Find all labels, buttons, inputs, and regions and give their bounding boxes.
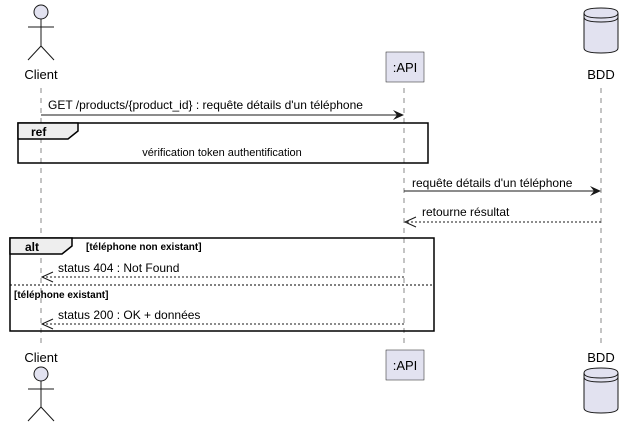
message-db-result: retourne résultat [422,205,510,219]
database-icon [583,367,619,414]
message-status-200: status 200 : OK + données [58,308,200,322]
participant-api-bottom-box [385,349,425,381]
participant-bdd-bottom: BDD [587,350,614,365]
arrow-head-icon [40,271,54,283]
arrow-head-icon [393,110,404,120]
actor-head-icon [33,366,49,382]
alt-guard-existing: [téléphone existant] [14,290,108,301]
ref-text: vérification token authentification [142,147,302,159]
ref-keyword: ref [31,125,47,139]
participant-api-top: :API [393,60,418,75]
alt-keyword: alt [25,240,39,254]
arrow-head-icon [590,186,601,196]
actor-head-icon [33,4,49,20]
participant-client-top: Client [24,67,58,82]
alt-guard-not-existing: [téléphone non existant] [86,242,202,253]
ref-frame: ref vérification token authentification [17,122,429,164]
participant-api-bottom: :API [393,358,418,373]
participant-bdd-top: BDD [587,67,614,82]
message-query-db: requête détails d'un téléphone [412,176,573,190]
actor-client-top [27,4,55,61]
participant-api-top-box [385,51,425,83]
arrow-head-icon [40,318,54,330]
actor-client-bottom [27,366,55,422]
alt-frame: alt [téléphone non existant] [téléphone … [9,237,435,332]
message-status-404: status 404 : Not Found [58,261,179,275]
arrow-head-icon [403,216,417,228]
message-get-product: GET /products/{product_id} : requête dét… [48,98,363,112]
participant-client-bottom: Client [24,350,58,365]
database-icon [583,7,619,54]
